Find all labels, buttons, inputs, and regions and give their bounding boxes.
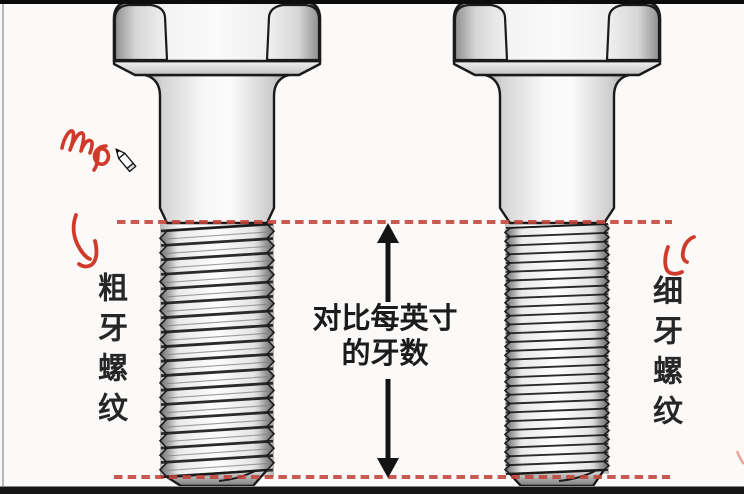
compare-label-line2: 的牙数 (341, 338, 429, 370)
red-curved-arrow-left (71, 213, 99, 269)
fine-thread-label: 细牙螺纹 (648, 275, 681, 435)
red-stroke-fragment-edge (735, 450, 744, 465)
compare-label-line1: 对比每英寸 (312, 303, 458, 335)
bottom-letterbox-bar (0, 486, 744, 494)
thread-span-dashed-guides (114, 220, 672, 479)
red-check-mark-right (663, 235, 696, 276)
coarse-thread-label: 粗牙螺纹 (93, 272, 126, 432)
pencil-cursor-icon (115, 148, 137, 173)
coarse-thread-bolt (112, 0, 322, 488)
left-edge-line (2, 0, 4, 494)
red-scribble-annotation (60, 129, 111, 172)
fine-thread-bolt (452, 0, 662, 488)
compare-arrow-label: 对比每英寸 的牙数 (263, 302, 507, 372)
compare-double-arrow (377, 223, 399, 478)
top-letterbox-bar (0, 0, 744, 4)
